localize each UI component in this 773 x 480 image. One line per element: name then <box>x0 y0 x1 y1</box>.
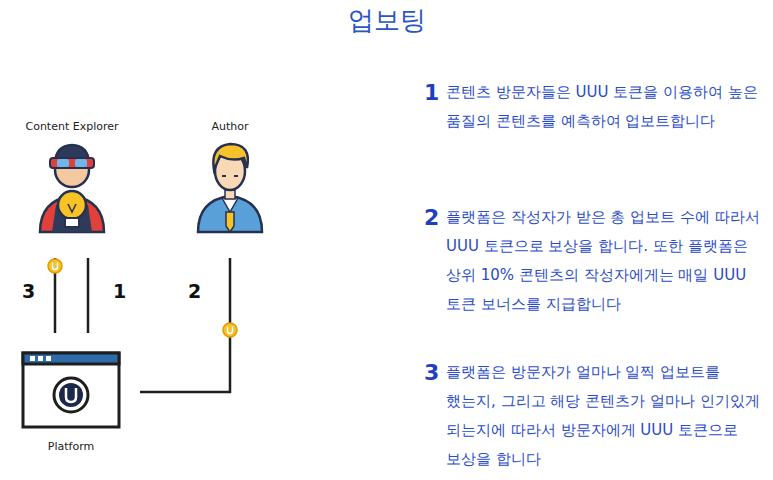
step-number: 3 <box>22 280 35 302</box>
description-text: 콘텐츠 방문자들은 UUU 토큰을 이용하여 높은 품질의 콘텐츠를 예측하여 … <box>446 78 764 136</box>
figure-node: Author <box>185 120 275 255</box>
figure-node: Platform <box>18 335 124 453</box>
figure-label: Author <box>211 120 248 133</box>
callout-number: 2 <box>424 204 439 232</box>
token-coin <box>223 323 237 337</box>
token-coin <box>48 259 62 273</box>
author-figure <box>198 144 262 232</box>
step-number: 2 <box>188 280 201 302</box>
description-text: 플랫폼은 작성자가 받은 총 업보트 수에 따라서 UUU 토큰으로 보상을 합… <box>446 203 764 319</box>
callout-number: 1 <box>424 79 439 107</box>
figure-label: Content Explorer <box>25 120 118 133</box>
diagram-title: 업보팅 <box>0 2 773 38</box>
callout-number: 3 <box>424 359 439 387</box>
flow-line <box>87 258 90 333</box>
figure-node: Content Explorer <box>18 120 126 255</box>
figure-label: Platform <box>48 440 94 453</box>
platform-window <box>23 353 119 427</box>
description-text: 플랫폼은 방문자가 얼마나 일찍 업보트를 했는지, 그리고 해당 콘텐츠가 얼… <box>446 358 764 474</box>
flow-line <box>140 258 230 392</box>
explorer-figure <box>40 145 104 232</box>
step-number: 1 <box>113 280 126 302</box>
